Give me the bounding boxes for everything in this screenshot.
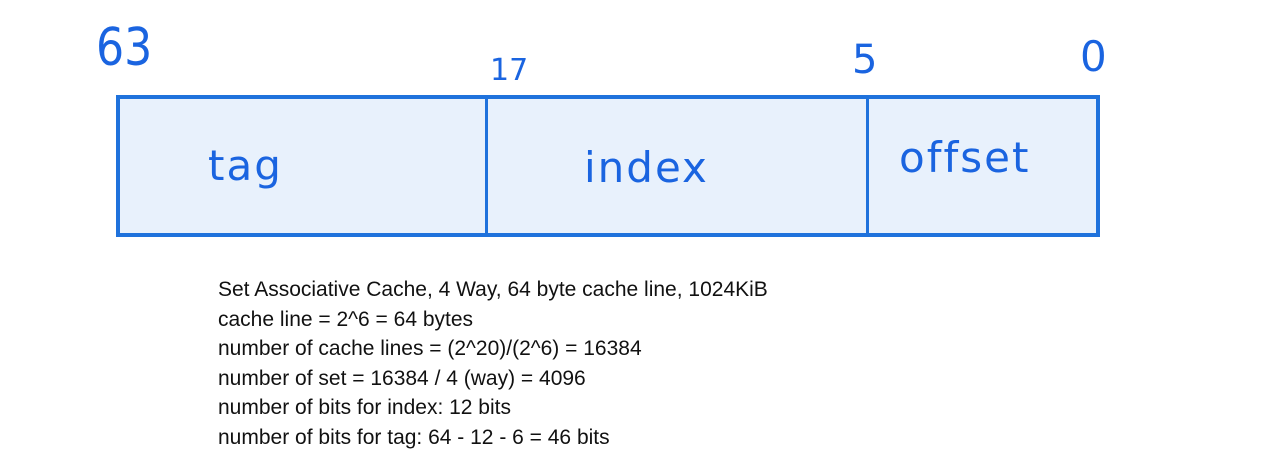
address-bit-diagram: tag index offset: [116, 95, 1100, 237]
cache-notes: Set Associative Cache, 4 Way, 64 byte ca…: [218, 275, 768, 452]
note-line: cache line = 2^6 = 64 bytes: [218, 307, 474, 331]
offset-field-label: offset: [899, 133, 1031, 182]
bit-label-63: 63: [96, 18, 153, 78]
index-field-label: index: [584, 143, 709, 192]
bit-label-5: 5: [852, 37, 878, 83]
tag-field: tag: [120, 99, 488, 233]
note-line: Set Associative Cache, 4 Way, 64 byte ca…: [218, 278, 768, 301]
offset-field: offset: [869, 99, 1096, 233]
note-line: number of bits for tag: 64 - 12 - 6 = 46…: [218, 425, 610, 449]
note-line: number of set = 16384 / 4 (way) = 4096: [218, 366, 586, 390]
bit-label-0: 0: [1080, 32, 1107, 81]
note-line: number of cache lines = (2^20)/(2^6) = 1…: [218, 337, 642, 360]
index-field: index: [488, 99, 869, 233]
bit-label-17: 17: [490, 53, 529, 88]
note-line: number of bits for index: 12 bits: [218, 396, 511, 419]
tag-field-label: tag: [208, 141, 283, 190]
